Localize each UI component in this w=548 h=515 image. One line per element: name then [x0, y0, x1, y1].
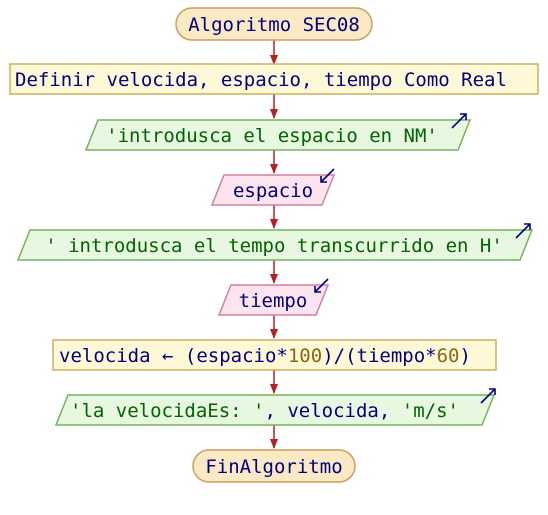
start-node[interactable]: Algoritmo SEC08 — [175, 7, 373, 41]
assign-close-paren: ) — [460, 345, 471, 367]
svg-text:velocida ← (espacio*100)/(tiem: velocida ← (espacio*100)/(tiempo*60) — [59, 345, 471, 367]
output-3-var: , velocida, — [264, 400, 401, 422]
definir-keyword: Definir — [15, 69, 95, 91]
output-1-text: 'introdusca el espacio en NM' — [106, 125, 438, 147]
input-arrow-icon — [314, 278, 329, 293]
assign-mul-1: * — [276, 345, 287, 367]
input-node-1[interactable]: espacio — [210, 168, 336, 206]
input-1-shape — [210, 174, 336, 206]
assign-var-tiempo: tiempo — [357, 345, 426, 367]
start-shape — [175, 7, 373, 41]
assign-num-100: 100 — [288, 345, 322, 367]
assign-divide: )/( — [322, 345, 356, 367]
assign-num-60: 60 — [437, 345, 460, 367]
assign-target: velocida — [59, 345, 151, 367]
assign-node[interactable]: velocida ← (espacio*100)/(tiempo*60) — [52, 339, 497, 371]
svg-text:Algoritmo SEC08: Algoritmo SEC08 — [188, 14, 360, 36]
assign-mul-2: * — [425, 345, 436, 367]
input-node-2[interactable]: tiempo — [217, 278, 330, 316]
output-3-shape — [54, 394, 496, 426]
output-arrow-icon — [451, 113, 467, 129]
start-algorithm-name: SEC08 — [303, 14, 360, 36]
output-1-shape — [84, 119, 472, 151]
output-2-text: ' introdusca el tempo transcurrido en H' — [45, 235, 503, 257]
definir-type: Como Real — [404, 69, 507, 91]
output-arrow-icon — [515, 223, 531, 239]
definir-vars: velocida, espacio, tiempo — [107, 69, 393, 91]
output-3-string-1: 'la velocidaEs: ' — [70, 400, 264, 422]
output-3-string-2: 'm/s' — [402, 400, 459, 422]
output-2-shape — [16, 229, 534, 261]
output-node-3[interactable]: 'la velocidaEs: ', velocida, 'm/s' — [54, 388, 496, 426]
definir-shape — [9, 63, 539, 95]
end-keyword: FinAlgoritmo — [205, 456, 342, 478]
end-node[interactable]: FinAlgoritmo — [192, 449, 356, 483]
definir-node[interactable]: Definir velocida, espacio, tiempo Como R… — [9, 63, 539, 95]
input-2-shape — [217, 284, 330, 316]
start-keyword: Algoritmo — [188, 14, 291, 36]
input-1-text: espacio — [233, 180, 313, 202]
svg-text:Definir velocida, espacio, tie: Definir velocida, espacio, tiempo Como R… — [15, 69, 507, 91]
assign-open-paren: ( — [185, 345, 196, 367]
output-arrow-icon — [480, 388, 496, 404]
svg-text:'la velocidaEs: ', velocida, ': 'la velocidaEs: ', velocida, 'm/s' — [70, 400, 459, 422]
assign-var-espacio: espacio — [196, 345, 276, 367]
output-node-2[interactable]: ' introdusca el tempo transcurrido en H' — [16, 223, 534, 261]
input-2-text: tiempo — [239, 290, 308, 312]
assign-shape — [52, 339, 497, 371]
input-arrow-icon — [320, 168, 335, 183]
assign-arrow: ← — [162, 345, 173, 367]
output-node-1[interactable]: 'introdusca el espacio en NM' — [84, 113, 472, 151]
end-shape — [192, 449, 356, 483]
